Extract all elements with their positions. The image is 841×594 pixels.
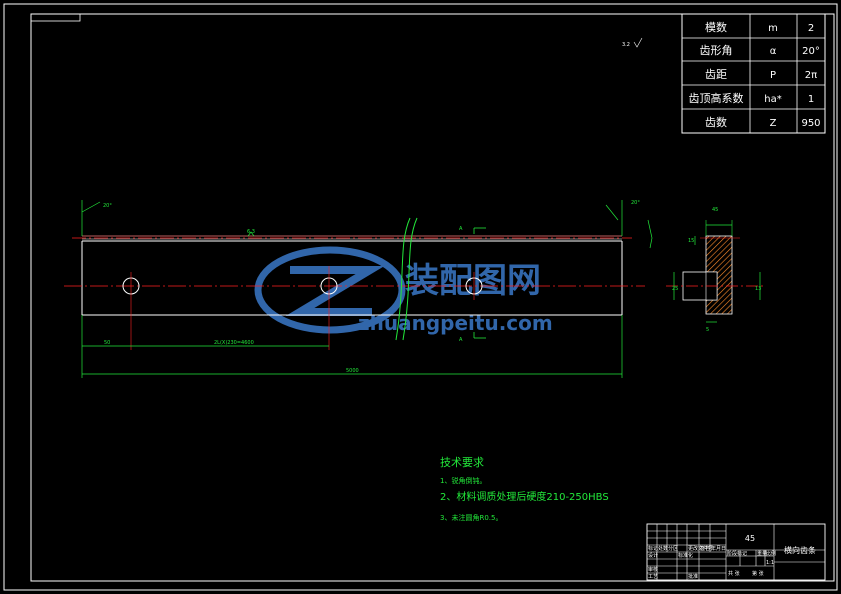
tb-label-3: 更改文件号 bbox=[688, 545, 713, 552]
tb-label-8: 阶段标记 bbox=[727, 550, 747, 557]
watermark-z-icon bbox=[285, 266, 385, 316]
tb-label-11: 审核 bbox=[648, 566, 658, 573]
tech-title: 技术要求 bbox=[440, 456, 484, 469]
param-value-2: 2π bbox=[805, 70, 817, 81]
side-width-label: 45 bbox=[712, 207, 718, 213]
param-name-2: 齿距 bbox=[705, 68, 727, 81]
dim-pitch-label: 2L(X)230=4600 bbox=[214, 340, 254, 346]
rack-section-view bbox=[666, 220, 765, 323]
tech-item-1: 1、锐角倒钝。 bbox=[440, 476, 486, 485]
tb-label-9: 重量 bbox=[757, 550, 767, 557]
tech-item-3: 3、未注圆角R0.5。 bbox=[440, 513, 502, 522]
param-symbol-0: m bbox=[768, 23, 778, 34]
tb-label-4: 签名 bbox=[700, 545, 710, 552]
param-value-4: 950 bbox=[801, 118, 820, 129]
tb-label-10: 比例 bbox=[766, 550, 776, 557]
param-symbol-2: P bbox=[770, 70, 776, 81]
param-value-0: 2 bbox=[808, 23, 814, 34]
param-symbol-1: α bbox=[770, 46, 777, 57]
param-name-1: 齿形角 bbox=[700, 44, 733, 57]
param-symbol-3: ha* bbox=[764, 94, 781, 105]
tb-label-7: 标准化 bbox=[678, 552, 693, 559]
roughness-note-value: 3.2 bbox=[622, 42, 630, 48]
param-name-4: 齿数 bbox=[705, 116, 727, 129]
dim-50-label: 50 bbox=[104, 340, 110, 346]
tb-label-2: 分区 bbox=[668, 545, 678, 552]
tb-scale: 1:1 bbox=[766, 560, 774, 566]
side-small-label: 5 bbox=[706, 327, 709, 333]
general-roughness-note: 3.2 bbox=[622, 37, 643, 48]
param-name-0: 模数 bbox=[705, 21, 727, 34]
side-depth-label: 15 bbox=[688, 238, 694, 244]
left-angle-label: 20° bbox=[103, 203, 112, 209]
section-mark-bottom: A bbox=[459, 337, 463, 343]
break-line bbox=[395, 217, 411, 341]
dim-length-label: 5000 bbox=[346, 368, 359, 374]
param-value-1: 20° bbox=[802, 46, 820, 57]
side-height2-label: 13 bbox=[755, 286, 761, 292]
title-block bbox=[646, 523, 826, 581]
param-name-3: 齿顶高系数 bbox=[689, 91, 744, 105]
side-height-label: 25 bbox=[672, 286, 678, 292]
tb-label-13: 批准 bbox=[688, 573, 698, 580]
roughness-symbol-icon bbox=[633, 37, 643, 48]
param-symbol-4: Z bbox=[770, 118, 777, 129]
technical-requirements: 技术要求 1、锐角倒钝。 2、材料调质处理后硬度210-250HBS 3、未注圆… bbox=[440, 456, 609, 522]
tb-label-14: 共 张 bbox=[728, 570, 740, 577]
watermark-cn: 装配图网 bbox=[405, 261, 541, 301]
tb-label-6: 设计 bbox=[648, 552, 658, 559]
tb-label-15: 第 张 bbox=[752, 570, 764, 577]
outer-border bbox=[3, 3, 838, 591]
top-roughness-label: 6.3 bbox=[247, 229, 255, 235]
rack-front-view: A A bbox=[64, 217, 645, 350]
tb-label-0: 标记 bbox=[648, 545, 658, 552]
title-part-name: 横向齿条 bbox=[784, 545, 816, 555]
tb-label-12: 工艺 bbox=[648, 574, 658, 580]
tech-item-2: 2、材料调质处理后硬度210-250HBS bbox=[440, 490, 609, 503]
inner-border bbox=[30, 13, 835, 582]
param-value-3: 1 bbox=[808, 94, 814, 105]
rack-dimensions bbox=[81, 200, 653, 378]
section-mark-top: A bbox=[459, 226, 463, 232]
watermark-logo-icon bbox=[254, 246, 406, 334]
tb-label-1: 处数 bbox=[658, 545, 668, 552]
gear-parameter-table: 模数 m 2 齿形角 α 20° 齿距 P 2π 齿顶高系数 ha* 1 齿数 … bbox=[681, 13, 826, 134]
right-angle-label: 20° bbox=[631, 200, 640, 206]
drawing-number-box bbox=[30, 13, 81, 22]
title-material: 45 bbox=[745, 534, 755, 543]
tb-label-5: 年月日 bbox=[711, 545, 726, 552]
